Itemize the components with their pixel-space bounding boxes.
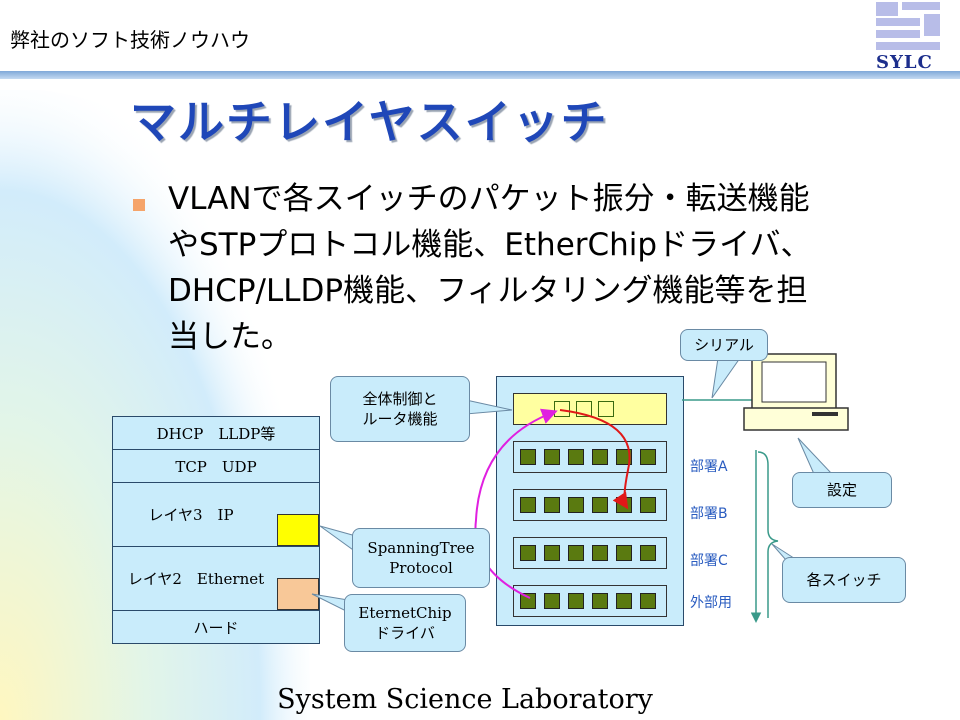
- port: [520, 593, 536, 609]
- chip-callout-tail: [311, 593, 349, 613]
- stp-block: [277, 514, 319, 546]
- stp-callout: SpanningTree Protocol: [352, 528, 490, 588]
- body-line: やSTPプロトコル機能、EtherChipドライバ、: [168, 227, 812, 263]
- control-label-line: ルータ機能: [362, 410, 438, 428]
- dept-label-external: 外部用: [690, 595, 732, 611]
- layer-label: レイヤ2 Ethernet: [127, 570, 265, 588]
- computer-icon: [743, 353, 849, 431]
- dept-label-b: 部署B: [690, 506, 728, 522]
- control-label-line: 全体制御と: [362, 390, 438, 408]
- port: [544, 593, 560, 609]
- port: [640, 497, 656, 513]
- port: [520, 449, 536, 465]
- stp-label-line: Protocol: [389, 559, 453, 577]
- port: [544, 449, 560, 465]
- serial-label: シリアル: [694, 336, 754, 354]
- ctrl-port: [598, 401, 614, 417]
- port: [616, 545, 632, 561]
- switch-brace: [757, 451, 779, 618]
- layer-hardware: ハード: [112, 610, 320, 644]
- body-text: VLANで各スイッチのパケット振分・転送機能 やSTPプロトコル機能、Ether…: [168, 176, 888, 360]
- stp-callout-tail: [319, 525, 357, 553]
- port: [640, 449, 656, 465]
- port: [544, 497, 560, 513]
- body-line: VLANで各スイッチのパケット振分・転送機能: [168, 181, 810, 217]
- control-module: [513, 393, 667, 425]
- port: [592, 449, 608, 465]
- port: [592, 593, 608, 609]
- port: [616, 449, 632, 465]
- layer-tcp: TCP UDP: [112, 449, 320, 482]
- protocol-stack: DHCP LLDP等 TCP UDP レイヤ3 IP レイヤ2 Ethernet…: [112, 416, 320, 644]
- settings-callout: 設定: [792, 472, 892, 508]
- body-line: 当した。: [168, 319, 292, 355]
- port: [592, 497, 608, 513]
- layer-label: ハード: [193, 618, 239, 637]
- port-row-external: [513, 585, 667, 617]
- layer-3-ip: レイヤ3 IP: [112, 482, 320, 546]
- port: [568, 497, 584, 513]
- chip-callout: EternetChip ドライバ: [344, 594, 466, 652]
- body-line: DHCP/LLDP機能、フィルタリング機能等を担: [168, 273, 808, 309]
- port: [568, 545, 584, 561]
- sylc-logo: [872, 0, 944, 76]
- control-callout-tail: [465, 399, 513, 415]
- settings-label: 設定: [826, 481, 857, 499]
- port: [592, 545, 608, 561]
- dept-label-c: 部署C: [690, 553, 728, 569]
- control-callout: 全体制御と ルータ機能: [330, 376, 470, 442]
- serial-callout: シリアル: [680, 329, 768, 361]
- serial-callout-tail: [711, 357, 741, 399]
- port-row-a: [513, 441, 667, 473]
- stp-label-line: SpanningTree: [367, 539, 475, 557]
- footer-text: System Science Laboratory: [277, 684, 653, 715]
- logo-text: SYLC: [876, 52, 933, 73]
- layer-2-ethernet: レイヤ2 Ethernet: [112, 546, 320, 610]
- header-text: 弊社のソフト技術ノウハウ: [10, 28, 250, 52]
- switches-label: 各スイッチ: [806, 571, 882, 589]
- port: [568, 593, 584, 609]
- layer-label: DHCP LLDP等: [156, 424, 276, 443]
- red-arrow: [559, 409, 631, 510]
- port: [520, 497, 536, 513]
- layer-dhcp: DHCP LLDP等: [112, 416, 320, 449]
- settings-callout-tail: [797, 437, 834, 475]
- port: [568, 449, 584, 465]
- switches-callout: 各スイッチ: [782, 557, 906, 603]
- chip-label-line: ドライバ: [375, 624, 435, 642]
- chip-label-line: EternetChip: [358, 604, 452, 622]
- port-row-c: [513, 537, 667, 569]
- port: [640, 593, 656, 609]
- port: [520, 545, 536, 561]
- slide-title: マルチレイヤスイッチ: [130, 95, 609, 149]
- port: [616, 593, 632, 609]
- layer-label: TCP UDP: [175, 457, 257, 476]
- bullet-icon: [133, 199, 145, 211]
- magenta-arrow: [474, 408, 558, 599]
- layer-label: レイヤ3 IP: [148, 506, 234, 524]
- header-bar: [0, 71, 960, 79]
- dept-label-a: 部署A: [690, 459, 728, 475]
- port: [544, 545, 560, 561]
- port: [640, 545, 656, 561]
